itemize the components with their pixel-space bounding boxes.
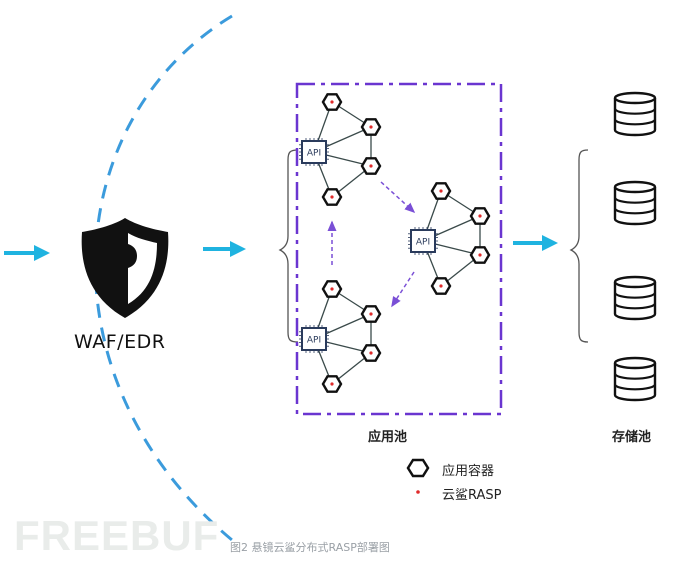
- api-chip-icon: API: [299, 325, 329, 353]
- api-cluster: API: [299, 93, 382, 206]
- rasp-agent-dot-icon: [369, 312, 373, 316]
- app-to-storage-arrow: [513, 235, 558, 251]
- rasp-agent-dot-icon: [330, 382, 334, 386]
- database-icon: [613, 356, 657, 402]
- watermark-logo: FREEBUF: [14, 512, 220, 559]
- app-pool-label: 应用池: [368, 430, 408, 445]
- api-chip-label: API: [416, 238, 430, 248]
- waf-to-app-arrow: [203, 241, 246, 257]
- api-chip-label: API: [307, 336, 321, 346]
- rasp-agent-dot-icon: [369, 164, 373, 168]
- rasp-agent-dot-icon: [369, 351, 373, 355]
- rasp-agent-dot-icon: [439, 284, 443, 288]
- rasp-agent-dot-icon: [330, 100, 334, 104]
- migration-arrow-1: [380, 181, 416, 214]
- legend-hexagon-icon: [406, 458, 430, 478]
- legend-red-dot-icon: [416, 490, 420, 494]
- api-chip-icon: API: [299, 138, 329, 166]
- figure-caption: 图2 悬镜云鲨分布式RASP部署图: [230, 541, 390, 554]
- app-group-brace: [278, 149, 299, 343]
- migration-arrow-2: [391, 271, 415, 308]
- rasp-agent-dot-icon: [478, 214, 482, 218]
- rasp-agent-dot-icon: [369, 125, 373, 129]
- database-icon: [613, 275, 657, 321]
- app-pool-boundary: [295, 82, 503, 416]
- shield-icon: [81, 218, 169, 318]
- legend-rasp-label: 云鲨RASP: [442, 488, 502, 503]
- incoming-traffic-arrow: [4, 245, 50, 261]
- api-chip-icon: API: [408, 227, 438, 255]
- database-icon: [613, 180, 657, 226]
- database-icon: [613, 91, 657, 137]
- api-cluster: API: [408, 182, 491, 295]
- storage-pool-label: 存储池: [612, 430, 652, 445]
- rasp-agent-dot-icon: [478, 253, 482, 257]
- rasp-agent-dot-icon: [439, 189, 443, 193]
- rasp-agent-dot-icon: [330, 287, 334, 291]
- api-cluster: API: [299, 280, 382, 393]
- waf-edr-label: WAF/EDR: [74, 331, 166, 353]
- rasp-agent-dot-icon: [330, 195, 334, 199]
- legend-container-label: 应用容器: [442, 464, 495, 479]
- storage-group-brace: [569, 149, 589, 343]
- api-chip-label: API: [307, 149, 321, 159]
